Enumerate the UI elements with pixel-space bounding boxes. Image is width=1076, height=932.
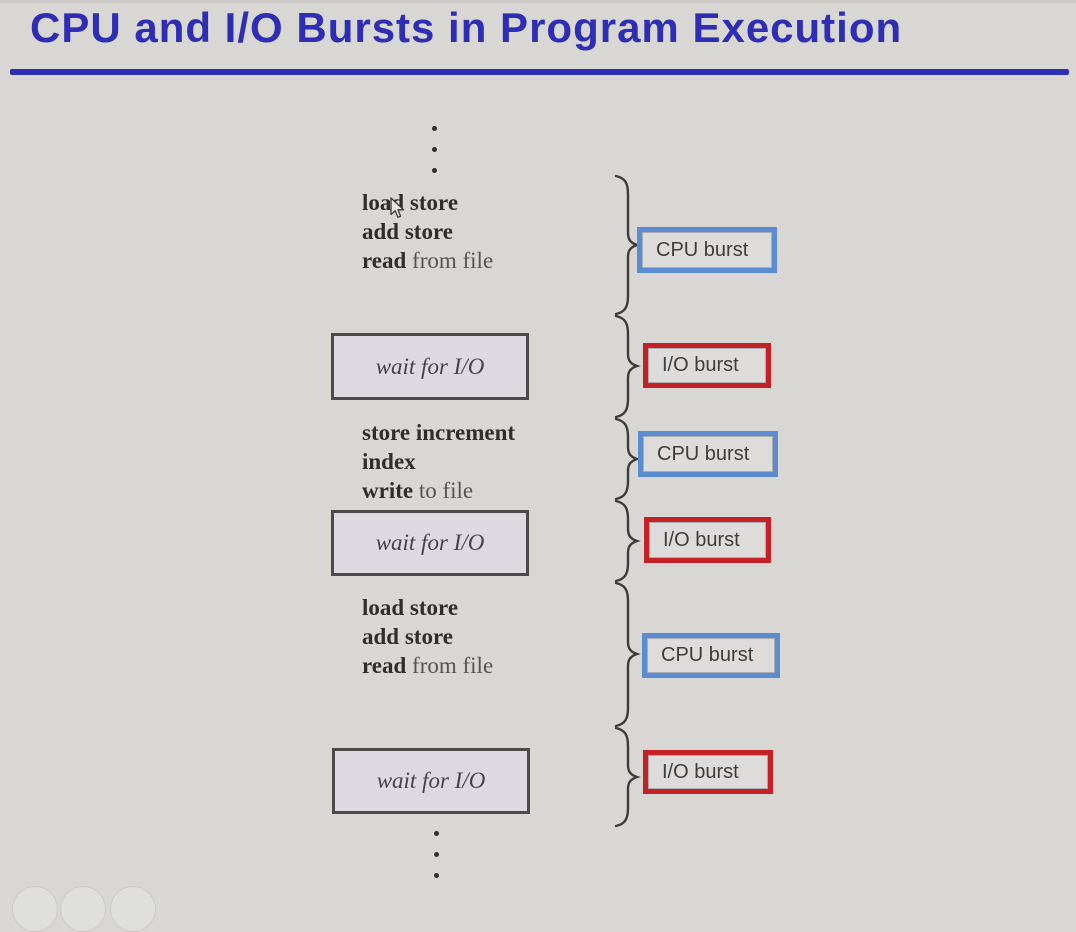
ellipsis-dot bbox=[433, 852, 439, 857]
page-title: CPU and I/O Bursts in Program Execution bbox=[30, 4, 903, 51]
wait-for-io-box: wait for I/O bbox=[331, 333, 529, 400]
brace-chain bbox=[614, 174, 641, 828]
instruction-line: load store bbox=[362, 595, 459, 620]
io-burst-box: I/O burst bbox=[643, 343, 771, 388]
instruction-block: store increment index write to file bbox=[362, 418, 515, 505]
instruction-line: load store bbox=[362, 190, 459, 215]
wait-for-io-label: wait for I/O bbox=[375, 530, 485, 555]
brace-io-burst-2 bbox=[614, 499, 641, 583]
io-burst-label: I/O burst bbox=[663, 528, 740, 551]
wait-for-io-label: wait for I/O bbox=[376, 768, 486, 793]
instruction-block: load store add store read from file bbox=[362, 188, 493, 275]
wait-for-io-box: wait for I/O bbox=[331, 510, 529, 576]
instruction-line: read from file bbox=[362, 653, 494, 678]
io-burst-box: I/O burst bbox=[644, 517, 771, 563]
ellipsis-dot bbox=[431, 126, 437, 131]
cpu-burst-label: CPU burst bbox=[656, 238, 749, 261]
io-burst-label: I/O burst bbox=[662, 354, 739, 376]
title-underline bbox=[10, 69, 1069, 75]
vertical-ellipsis-top bbox=[431, 126, 437, 189]
mouse-cursor-icon bbox=[390, 197, 405, 218]
brace-io-burst-3 bbox=[614, 726, 641, 828]
watermark-circle bbox=[110, 886, 156, 932]
cpu-burst-label: CPU burst bbox=[661, 644, 754, 666]
io-burst-box: I/O burst bbox=[643, 750, 773, 794]
wait-for-io-box: wait for I/O bbox=[332, 748, 530, 814]
brace-io-burst-1 bbox=[614, 314, 641, 419]
cpu-burst-box: CPU burst bbox=[638, 431, 778, 477]
ellipsis-dot bbox=[433, 831, 439, 836]
ellipsis-dot bbox=[431, 168, 437, 173]
brace-cpu-burst-3 bbox=[614, 581, 641, 728]
instruction-line: add store bbox=[362, 624, 453, 649]
cpu-burst-label: CPU burst bbox=[657, 442, 750, 465]
cpu-burst-box: CPU burst bbox=[642, 633, 780, 678]
instruction-line: add store bbox=[362, 219, 453, 244]
watermark-circle bbox=[60, 886, 106, 932]
ellipsis-dot bbox=[433, 873, 439, 878]
brace-cpu-burst-1 bbox=[614, 174, 641, 316]
io-burst-label: I/O burst bbox=[662, 760, 739, 783]
instruction-block: load store add store read from file bbox=[362, 593, 493, 680]
ellipsis-dot bbox=[431, 147, 437, 152]
watermark-circle bbox=[12, 886, 58, 932]
cpu-burst-box: CPU burst bbox=[637, 227, 777, 273]
top-edge-shadow bbox=[0, 0, 1076, 3]
instruction-line: write to file bbox=[362, 478, 474, 503]
instruction-line: read from file bbox=[362, 248, 494, 273]
wait-for-io-label: wait for I/O bbox=[375, 353, 485, 379]
instruction-line: index bbox=[362, 449, 416, 474]
brace-cpu-burst-2 bbox=[614, 417, 641, 501]
vertical-ellipsis-bottom bbox=[433, 831, 439, 894]
instruction-line: store increment bbox=[362, 420, 516, 445]
